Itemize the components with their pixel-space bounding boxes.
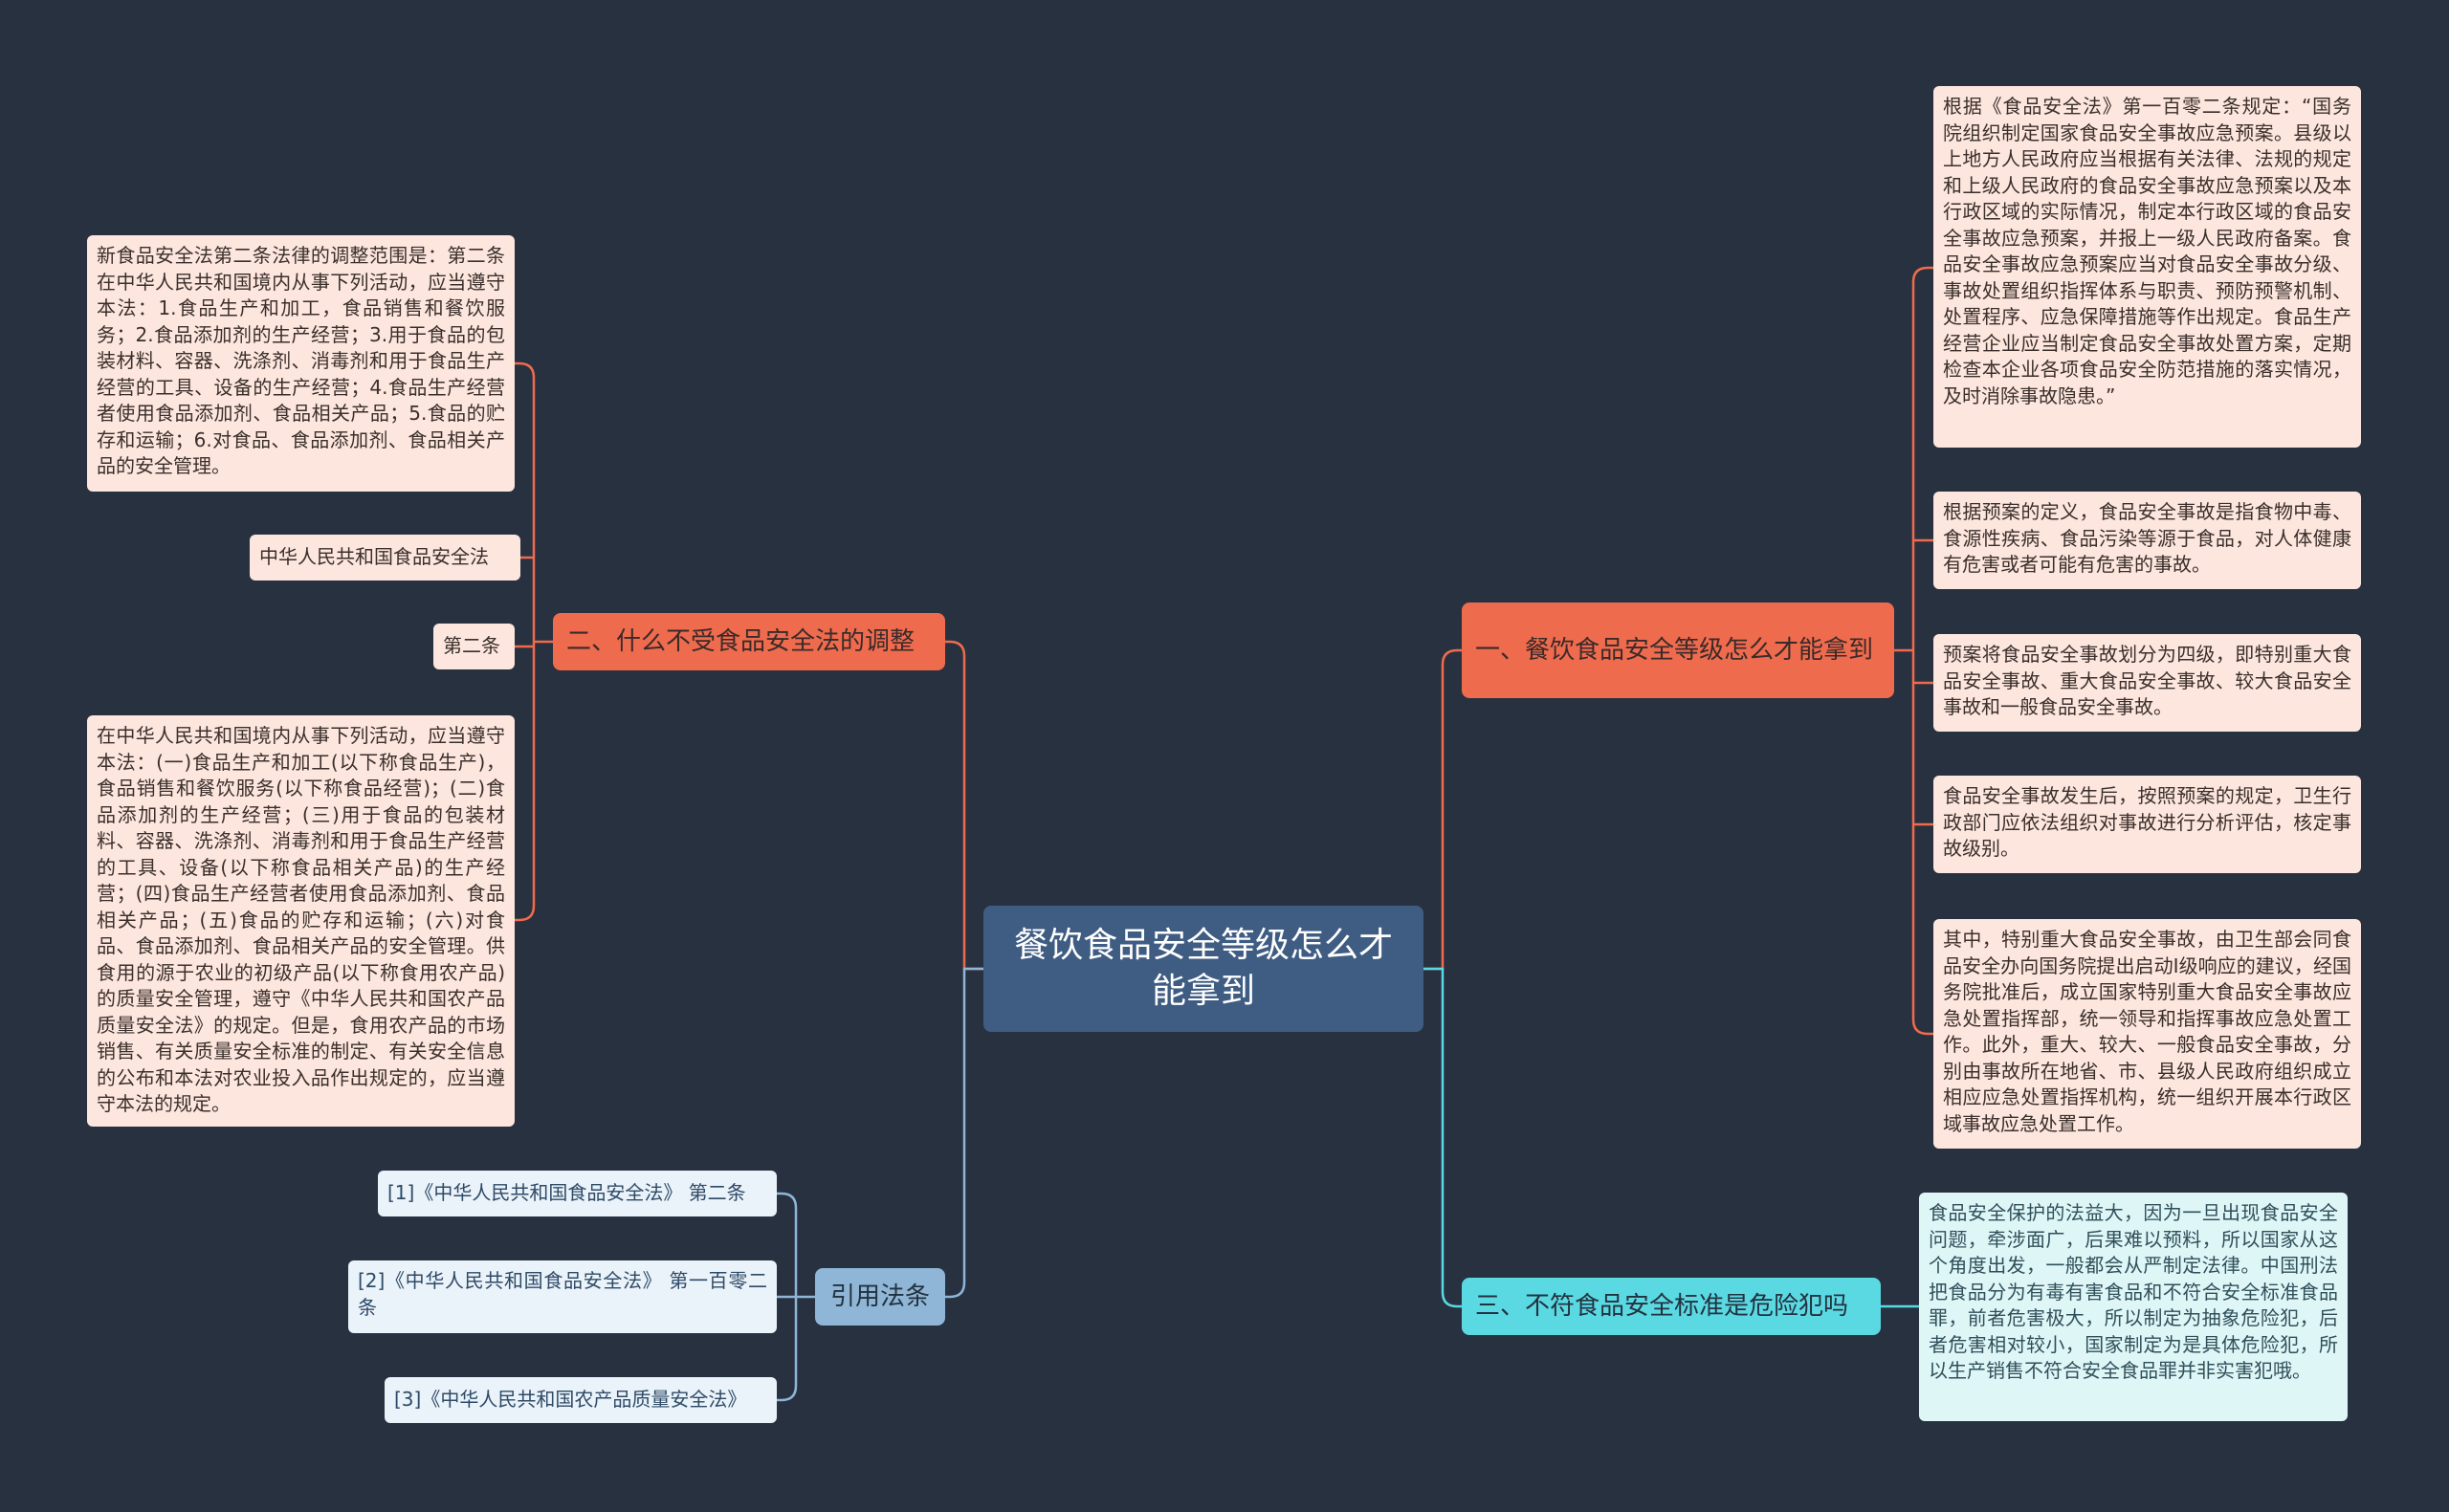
branch-node-4[interactable]: 引用法条 [815,1268,945,1326]
leaf-node-r2[interactable]: 根据预案的定义，食品安全事故是指食物中毒、食源性疾病、食品污染等源于食品，对人体… [1933,492,2361,589]
citation-node-1[interactable]: [1]《中华人民共和国食品安全法》 第二条 [378,1171,777,1216]
leaf-text-r1: 根据《食品安全法》第一百零二条规定：“国务院组织制定国家食品安全事故应急预案。县… [1943,95,2351,407]
branch-node-1[interactable]: 一、餐饮食品安全等级怎么才能拿到 [1462,603,1894,698]
branch-node-3[interactable]: 三、不符食品安全标准是危险犯吗 [1462,1278,1881,1335]
connector-b1-leaves [1894,266,1933,1036]
connector-root-b4 [945,967,983,1299]
citation-text-3: [3]《中华人民共和国农产品质量安全法》 [394,1388,747,1412]
leaf-text-l4: 在中华人民共和国境内从事下列活动，应当遵守本法：(一)食品生产和加工(以下称食品… [97,724,505,1115]
branch-label-1: 一、餐饮食品安全等级怎么才能拿到 [1475,636,1874,665]
root-node[interactable]: 餐饮食品安全等级怎么才能拿到 [983,906,1423,1032]
leaf-node-r6[interactable]: 食品安全保护的法益大，因为一旦出现食品安全问题，牵涉面广，后果难以预料，所以国家… [1919,1193,2348,1421]
connector-root-b2 [945,640,983,971]
leaf-text-r6: 食品安全保护的法益大，因为一旦出现食品安全问题，牵涉面广，后果难以预料，所以国家… [1929,1201,2338,1382]
branch-label-2: 二、什么不受食品安全法的调整 [566,627,916,656]
leaf-node-r4[interactable]: 食品安全事故发生后，按照预案的规定，卫生行政部门应依法组织对事故进行分析评估，核… [1933,776,2361,873]
leaf-node-l2[interactable]: 中华人民共和国食品安全法 [250,535,520,581]
leaf-node-l1[interactable]: 新食品安全法第二条法律的调整范围是：第二条在中华人民共和国境内从事下列活动，应当… [87,235,515,492]
leaf-text-r4: 食品安全事故发生后，按照预案的规定，卫生行政部门应依法组织对事故进行分析评估，核… [1943,784,2351,860]
leaf-text-l3: 第二条 [443,634,500,658]
leaf-text-l2: 中华人民共和国食品安全法 [259,545,489,569]
citation-node-3[interactable]: [3]《中华人民共和国农产品质量安全法》 [385,1377,777,1423]
connector-root-b3 [1423,967,1462,1308]
leaf-node-r3[interactable]: 预案将食品安全事故划分为四级，即特别重大食品安全事故、重大食品安全事故、较大食品… [1933,634,2361,732]
leaf-node-r1[interactable]: 根据《食品安全法》第一百零二条规定：“国务院组织制定国家食品安全事故应急预案。县… [1933,86,2361,448]
citation-text-2: [2]《中华人民共和国食品安全法》 第一百零二条 [358,1269,767,1319]
leaf-text-r3: 预案将食品安全事故划分为四级，即特别重大食品安全事故、重大食品安全事故、较大食品… [1943,643,2351,718]
leaf-node-l4[interactable]: 在中华人民共和国境内从事下列活动，应当遵守本法：(一)食品生产和加工(以下称食品… [87,715,515,1127]
connector-root-b1 [1423,648,1462,971]
connector-b2-leaves [515,362,553,922]
leaf-text-l1: 新食品安全法第二条法律的调整范围是：第二条在中华人民共和国境内从事下列活动，应当… [97,244,505,477]
leaf-text-r2: 根据预案的定义，食品安全事故是指食物中毒、食源性疾病、食品污染等源于食品，对人体… [1943,500,2351,576]
connector-b4-leaves [777,1192,815,1402]
branch-node-2[interactable]: 二、什么不受食品安全法的调整 [553,613,945,670]
leaf-node-l3[interactable]: 第二条 [433,624,515,669]
branch-label-3: 三、不符食品安全标准是危险犯吗 [1475,1292,1849,1321]
leaf-node-r5[interactable]: 其中，特别重大食品安全事故，由卫生部会同食品安全办向国务院提出启动I级响应的建议… [1933,919,2361,1149]
root-label: 餐饮食品安全等级怎么才能拿到 [1013,926,1393,1011]
citation-node-2[interactable]: [2]《中华人民共和国食品安全法》 第一百零二条 [348,1260,777,1333]
leaf-text-r5: 其中，特别重大食品安全事故，由卫生部会同食品安全办向国务院提出启动I级响应的建议… [1943,928,2351,1135]
citation-text-1: [1]《中华人民共和国食品安全法》 第二条 [387,1181,746,1205]
branch-label-4: 引用法条 [829,1282,930,1311]
